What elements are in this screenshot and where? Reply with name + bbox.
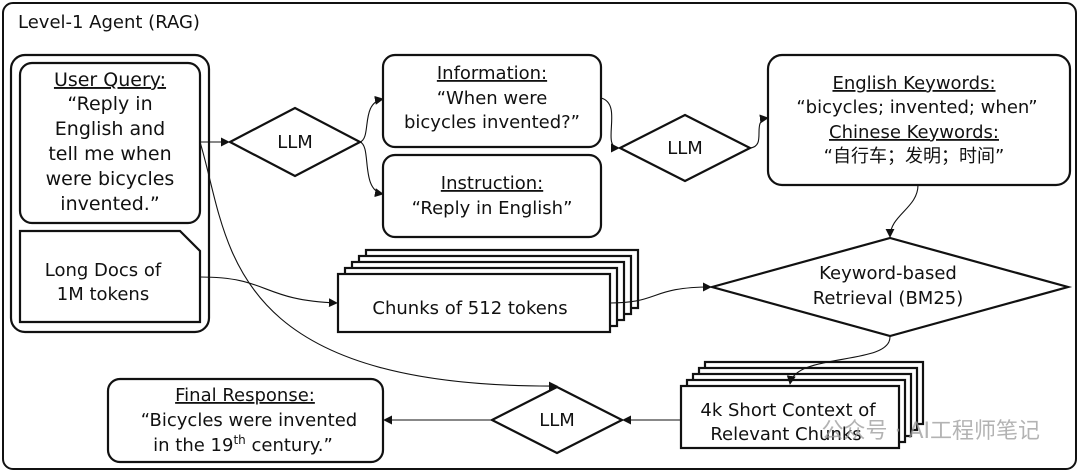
edge-retrieval-to-context	[786, 336, 891, 385]
instruction-node: Instruction: “Reply in English”	[381, 153, 603, 239]
edge-llm-to-keywords	[749, 114, 769, 149]
chunks-label: Chunks of 512 tokens	[372, 298, 567, 319]
edge-chunks-to-retrieval	[609, 282, 712, 304]
chinese-keywords-value: “自行车；发明；时间”	[824, 146, 1005, 167]
long-docs-line: 1M tokens	[57, 284, 149, 305]
edge-llm-to-information	[359, 95, 384, 143]
information-heading: Information:	[437, 63, 547, 84]
chinese-keywords-heading: Chinese Keywords:	[829, 122, 999, 143]
retrieval-line: Retrieval (BM25)	[813, 288, 964, 309]
user-query-line: were bicycles	[46, 168, 175, 190]
retrieval-diamond: Keyword-based Retrieval (BM25)	[707, 236, 1073, 338]
information-line: “When were	[437, 88, 548, 109]
long-docs-line: Long Docs of	[45, 260, 162, 281]
english-keywords-heading: English Keywords:	[832, 73, 995, 94]
watermark: 公众号 · AI工程师笔记	[821, 419, 1040, 444]
information-line: bicycles invented?”	[404, 112, 580, 133]
final-response-line1: “Bicycles were invented	[141, 410, 357, 431]
llm-diamond-3: LLM	[489, 385, 625, 455]
final-response-heading: Final Response:	[175, 385, 315, 406]
keywords-node: English Keywords: “bicycles; invented; w…	[766, 53, 1072, 187]
long-docs-node: Long Docs of 1M tokens	[18, 229, 202, 324]
user-query-line: “Reply in	[67, 93, 152, 115]
user-query-node: User Query: “Reply in English and tell m…	[18, 61, 202, 225]
user-query-line: English and	[55, 118, 165, 140]
information-node: Information: “When were bicycles invente…	[381, 53, 603, 149]
short-context-stack: 4k Short Context of Relevant Chunks	[679, 360, 925, 450]
user-query-line: tell me when	[48, 143, 171, 165]
llm-label: LLM	[667, 138, 703, 159]
edge-information-to-llm	[600, 97, 620, 153]
edge-docs-to-chunks	[199, 276, 338, 308]
short-context-line: Relevant Chunks	[710, 424, 861, 445]
llm-label: LLM	[539, 410, 575, 431]
short-context-line: 4k Short Context of	[700, 400, 876, 421]
retrieval-line: Keyword-based	[819, 263, 957, 284]
instruction-heading: Instruction:	[441, 173, 543, 194]
final-response-node: Final Response: “Bicycles were invented …	[106, 377, 385, 464]
final-response-line2: in the 19th century.”	[153, 433, 333, 456]
llm-diamond-2: LLM	[617, 113, 753, 183]
chunks-stack: Chunks of 512 tokens	[336, 248, 640, 334]
user-query-line: invented.”	[60, 193, 159, 215]
edge-keywords-to-retrieval	[885, 184, 919, 238]
frame-title: Level-1 Agent (RAG)	[18, 12, 200, 33]
llm-label: LLM	[277, 132, 313, 153]
edge-query-to-final-llm	[199, 141, 558, 391]
instruction-line: “Reply in English”	[412, 198, 573, 219]
english-keywords-value: “bicycles; invented; when”	[796, 97, 1037, 118]
user-query-heading: User Query:	[54, 69, 166, 91]
edge-llm-to-instruction	[359, 141, 384, 198]
